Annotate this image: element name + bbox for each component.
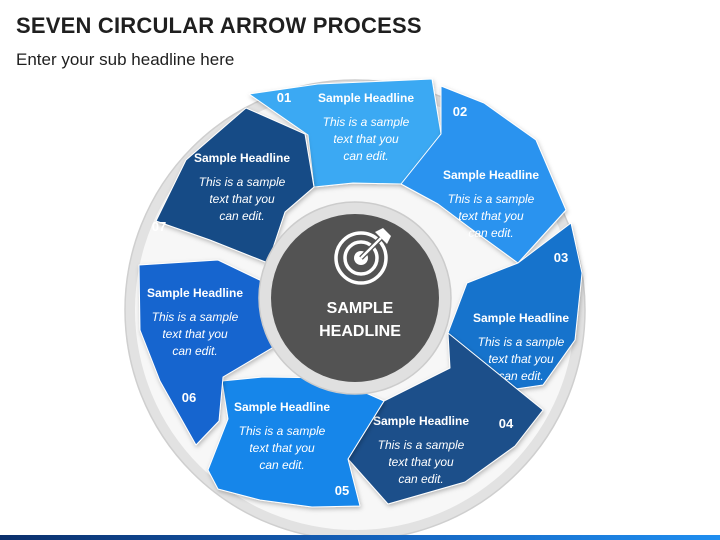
segment-body-line: This is a sample [478, 335, 565, 349]
slide-title: SEVEN CIRCULAR ARROW PROCESS [16, 13, 422, 38]
segment-number: 05 [335, 483, 349, 498]
segment-number: 04 [499, 416, 514, 431]
segment-shape [155, 107, 315, 264]
segment-body-line: can edit. [398, 472, 443, 486]
segment-number: 06 [182, 390, 196, 405]
segment-body-line: text that you [488, 352, 554, 366]
segment-body-line: text that you [333, 132, 399, 146]
segment-body-line: This is a sample [323, 115, 410, 129]
segment-body-line: This is a sample [199, 175, 286, 189]
segment-headline: Sample Headline [194, 151, 290, 165]
segment-body-line: text that you [458, 209, 524, 223]
segment-headline: Sample Headline [234, 400, 330, 414]
segment-body-line: can edit. [259, 458, 304, 472]
center-circle [271, 214, 439, 382]
segment-headline: Sample Headline [318, 91, 414, 105]
segment-body-line: can edit. [343, 149, 388, 163]
segment-number: 03 [554, 250, 568, 265]
segment-body-line: can edit. [172, 344, 217, 358]
segment-headline: Sample Headline [443, 168, 539, 182]
segment-number: 01 [277, 90, 291, 105]
slide-subtitle: Enter your sub headline here [16, 50, 235, 69]
segment-number: 02 [453, 104, 467, 119]
segment-body-line: This is a sample [152, 310, 239, 324]
segment-body-line: can edit. [219, 209, 264, 223]
segment-body-line: text that you [388, 455, 454, 469]
segment-body-line: This is a sample [239, 424, 326, 438]
segment-headline: Sample Headline [373, 414, 469, 428]
center-headline-line1: SAMPLE [327, 300, 394, 317]
segment-body-line: This is a sample [448, 192, 535, 206]
segment-number: 07 [152, 219, 166, 234]
segment-body-line: This is a sample [378, 438, 465, 452]
segment-body-line: can edit. [468, 226, 513, 240]
target-arrow-icon [334, 228, 391, 285]
segment-shape [400, 85, 567, 264]
segment-body-line: text that you [209, 192, 275, 206]
segment-body-line: text that you [249, 441, 315, 455]
bottom-accent-bar [0, 535, 720, 540]
center-headline-line2: HEADLINE [319, 323, 401, 340]
segment-body-line: can edit. [498, 369, 543, 383]
segment-headline: Sample Headline [147, 286, 243, 300]
segment-headline: Sample Headline [473, 311, 569, 325]
segment-body-line: text that you [162, 327, 228, 341]
